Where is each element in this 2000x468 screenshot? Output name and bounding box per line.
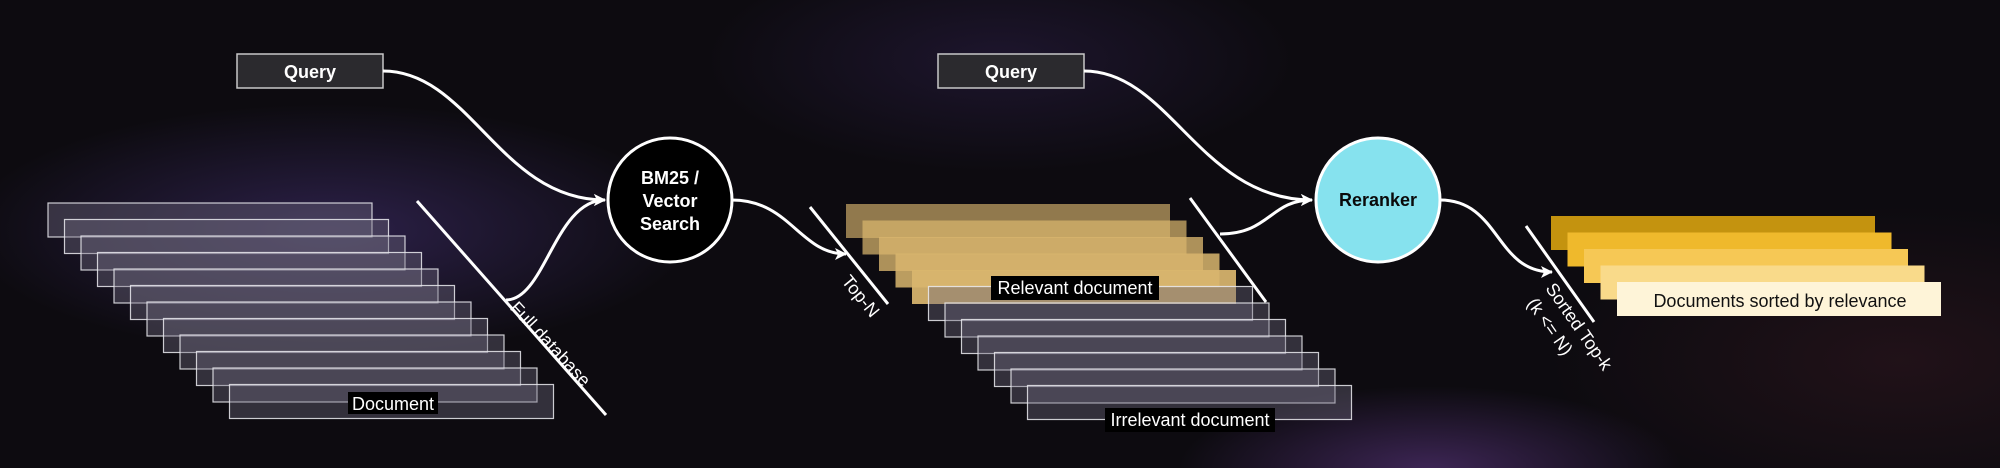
topn-divider (808, 206, 890, 305)
reranker-label: Reranker (1339, 190, 1417, 210)
retriever-line-2: Vector (642, 191, 697, 211)
sorted-documents-label: Documents sorted by relevance (1653, 291, 1906, 311)
full-database-divider (415, 200, 608, 416)
query-1-to-retriever-edge (382, 69, 606, 206)
document-label: Document (348, 392, 438, 414)
retriever-node: BM25 / Vector Search (606, 136, 734, 264)
sorted-divider (1524, 225, 1596, 323)
sorted-document-sheet-front (1617, 282, 1941, 316)
query-2-to-reranker-edge (1083, 69, 1313, 206)
query-box-2: Query (937, 53, 1085, 89)
full-database-stack (47, 202, 555, 420)
topn-label: Top-N (838, 271, 884, 321)
relevant-document-text: Relevant document (997, 278, 1152, 298)
retriever-line-1: BM25 / (641, 168, 699, 188)
relevant-document-label: Relevant document (991, 276, 1159, 300)
reranker-node: Reranker (1314, 136, 1442, 264)
query-box-1: Query (236, 53, 384, 89)
document-label-text: Document (352, 394, 434, 414)
irrelevant-document-label: Irrelevant document (1105, 408, 1275, 432)
topn-to-reranker-edge (1219, 194, 1313, 236)
query-2-label: Query (985, 62, 1037, 82)
irrelevant-document-text: Irrelevant document (1110, 410, 1269, 430)
sorted-documents-stack (1551, 216, 1941, 316)
retriever-line-3: Search (640, 214, 700, 234)
reranker-to-sorted-edge (1439, 198, 1553, 278)
top-n-stack (846, 204, 1353, 421)
query-1-label: Query (284, 62, 336, 82)
top-n-divider (1188, 197, 1268, 303)
database-to-retriever-edge (505, 194, 606, 302)
retriever-to-topn-edge (731, 198, 847, 260)
